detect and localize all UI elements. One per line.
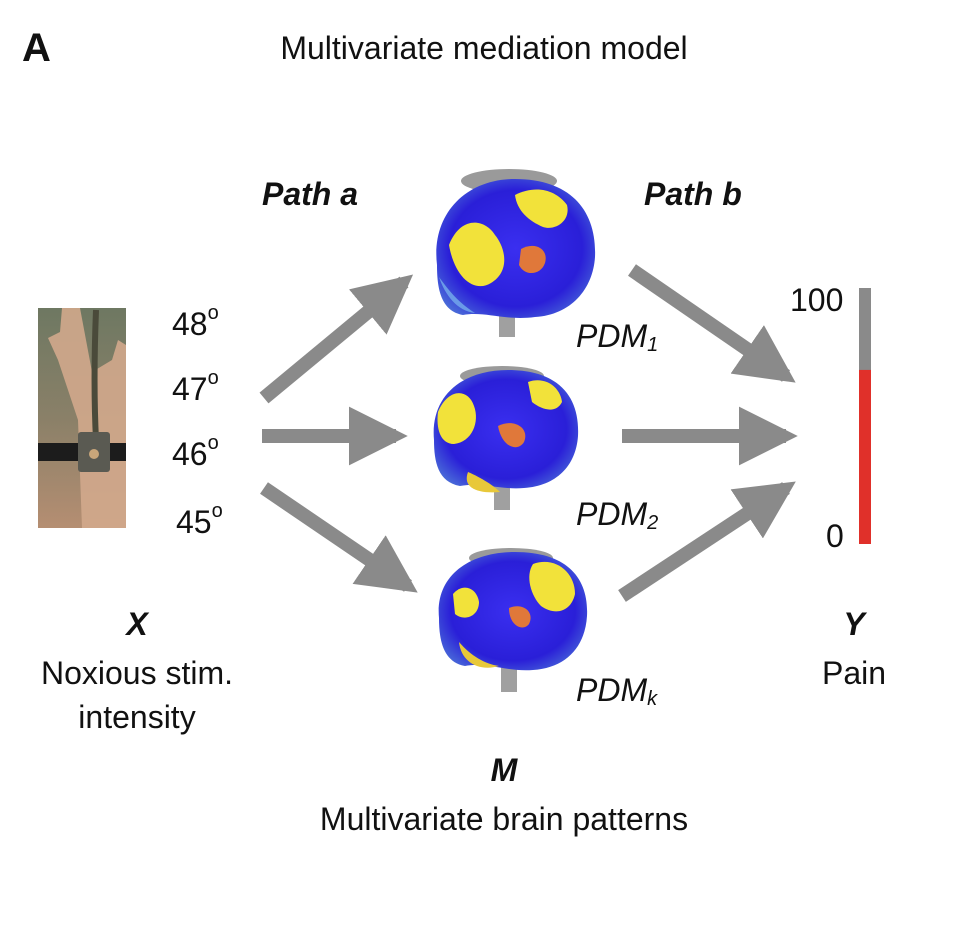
y-description: Pain [821, 655, 887, 691]
temp-48: 48o [172, 302, 219, 342]
pdm-1-label: PDM1 [576, 318, 659, 356]
path-b-arrows [618, 264, 798, 602]
figure-title: Multivariate mediation model [280, 30, 688, 66]
brain-pdm1 [436, 169, 596, 337]
pain-scale [859, 288, 871, 544]
m-symbol: M [490, 752, 518, 788]
m-description: Multivariate brain patterns [319, 801, 689, 837]
x-description-line1: Noxious stim. [40, 655, 234, 691]
pdm-2-label: PDM2 [576, 496, 659, 534]
pain-scale-max: 100 [790, 282, 844, 318]
temp-47: 47o [172, 367, 219, 407]
brain-pdm2 [433, 366, 579, 510]
path-a-arrows [259, 274, 418, 593]
arrow-pdmk-to-y [618, 481, 796, 602]
path-b-label: Path b [644, 176, 742, 212]
pain-scale-fill [859, 369, 871, 544]
stimulus-photo [38, 308, 126, 528]
arrow-x-to-pdm1 [259, 274, 414, 404]
x-symbol: X [126, 606, 148, 642]
pain-scale-min: 0 [826, 518, 844, 554]
pdm-k-label: PDMk [576, 672, 658, 710]
arrow-x-to-pdmk [260, 482, 418, 593]
x-description-line2: intensity [78, 699, 196, 735]
y-symbol: Y [843, 606, 865, 642]
arrow-pdm1-to-y [628, 264, 796, 383]
temp-46: 46o [172, 432, 219, 472]
path-a-label: Path a [262, 176, 359, 212]
brain-pdmk [438, 548, 588, 692]
temp-45: 45o [176, 500, 223, 540]
panel-letter: A [22, 26, 51, 70]
